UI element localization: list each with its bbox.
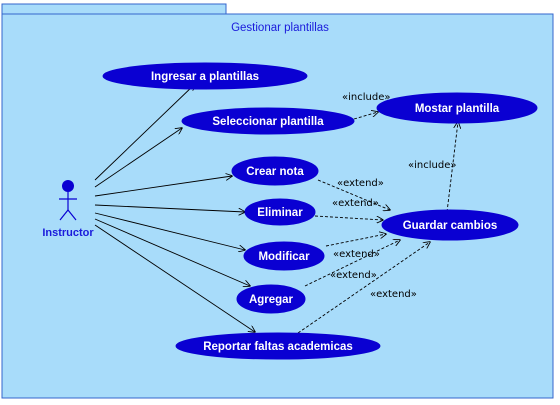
dep-extend-reportar [297, 242, 430, 334]
use-case-eliminar-label: Eliminar [257, 207, 303, 219]
label-extend-eliminar: «extend» [332, 198, 379, 209]
dependencies [297, 112, 458, 334]
label-extend-crear: «extend» [337, 178, 384, 189]
boundary-tab [1, 3, 227, 15]
relation-labels: «include» «include» «extend» «extend» «e… [330, 92, 456, 300]
dep-extend-crear [317, 179, 390, 210]
use-case-ingresar-label: Ingresar a plantillas [151, 71, 259, 83]
system-title: Gestionar plantillas [231, 22, 329, 34]
dep-extend-agregar [304, 240, 400, 287]
use-case-mostrar[interactable]: Mostar plantilla [376, 92, 538, 124]
use-case-modificar-label: Modificar [258, 251, 310, 263]
assoc-ingresar [94, 84, 195, 181]
use-case-agregar-label: Agregar [249, 294, 294, 306]
label-extend-reportar: «extend» [370, 289, 417, 300]
use-case-reportar[interactable]: Reportar faltas academicas [175, 332, 381, 360]
assoc-reportar [94, 224, 255, 332]
associations [94, 84, 255, 332]
actor-right-leg [67, 209, 77, 221]
actor-head [62, 180, 74, 192]
use-case-guardar[interactable]: Guardar cambios [381, 209, 519, 241]
label-include-guardar: «include» [408, 160, 456, 171]
actor-instructor: Instructor [42, 180, 94, 239]
use-case-agregar[interactable]: Agregar [236, 284, 306, 314]
use-case-mostrar-label: Mostar plantilla [415, 103, 500, 115]
assoc-seleccionar [94, 128, 182, 188]
use-case-seleccionar-label: Seleccionar plantilla [212, 116, 324, 128]
dep-include-seleccionar [353, 112, 378, 120]
use-case-ingresar[interactable]: Ingresar a plantillas [102, 62, 308, 90]
assoc-agregar [94, 218, 250, 286]
use-case-reportar-label: Reportar faltas academicas [203, 341, 353, 353]
dep-extend-modificar [325, 234, 386, 247]
label-extend-modificar: «extend» [333, 249, 380, 260]
actor-label: Instructor [42, 227, 94, 239]
dep-include-guardar [446, 122, 458, 213]
assoc-crear [94, 176, 232, 197]
use-case-eliminar[interactable]: Eliminar [244, 198, 316, 226]
use-case-crear[interactable]: Crear nota [231, 156, 319, 186]
assoc-modificar [94, 212, 245, 250]
use-case-modificar[interactable]: Modificar [243, 241, 325, 271]
use-case-guardar-label: Guardar cambios [403, 220, 498, 232]
actor-left-leg [59, 209, 69, 221]
label-extend-agregar: «extend» [330, 270, 377, 281]
label-include-seleccionar: «include» [342, 92, 390, 103]
dep-extend-eliminar [314, 215, 383, 220]
assoc-eliminar [94, 204, 245, 212]
use-case-seleccionar[interactable]: Seleccionar plantilla [181, 107, 355, 135]
use-case-crear-label: Crear nota [246, 166, 304, 178]
